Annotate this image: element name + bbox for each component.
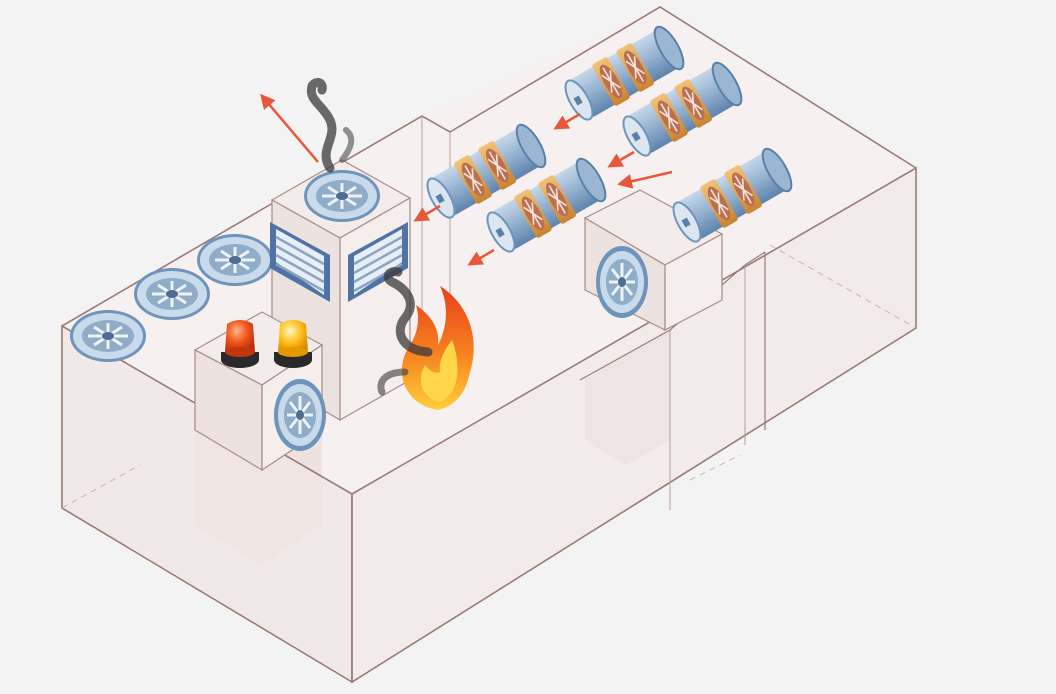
roof-fan bbox=[197, 234, 273, 286]
louver-left bbox=[270, 222, 330, 302]
flow-arrows bbox=[260, 93, 673, 266]
beacon-icon bbox=[274, 320, 312, 368]
jet-fan bbox=[426, 123, 547, 219]
jet-fan-icon bbox=[622, 61, 743, 157]
wall-fan bbox=[274, 379, 326, 451]
building bbox=[61, 6, 917, 684]
smoke bbox=[306, 78, 433, 396]
floor-dash bbox=[769, 244, 917, 329]
jet-fan bbox=[672, 147, 793, 243]
arrow-icon bbox=[467, 248, 495, 266]
roof-fan bbox=[134, 268, 210, 320]
floor-dash bbox=[689, 454, 741, 481]
red-beacon bbox=[221, 320, 259, 368]
roof-fan bbox=[304, 170, 380, 222]
jet-fan bbox=[486, 157, 607, 253]
roof-fan bbox=[70, 310, 146, 362]
floor-dash bbox=[61, 464, 141, 509]
arrow-icon bbox=[617, 170, 673, 189]
smoke-icon bbox=[383, 267, 433, 357]
smoke-icon bbox=[339, 127, 355, 163]
arrow-icon bbox=[260, 93, 319, 163]
beacon-icon bbox=[221, 320, 259, 368]
right-box-right bbox=[664, 232, 723, 331]
jet-fan-icon bbox=[672, 147, 793, 243]
arrow-icon bbox=[553, 112, 581, 130]
flame bbox=[401, 286, 474, 410]
louver-right bbox=[348, 222, 408, 302]
jet-fan-icon bbox=[486, 157, 607, 253]
wall-fan bbox=[596, 246, 648, 318]
jet-fan bbox=[622, 61, 743, 157]
jet-fan-icon bbox=[564, 25, 685, 121]
arrow-icon bbox=[607, 150, 635, 168]
arrow-icon bbox=[413, 204, 441, 222]
smoke-icon bbox=[377, 368, 409, 396]
smoke-icon bbox=[306, 78, 337, 173]
yellow-beacon bbox=[274, 320, 312, 368]
jet-fan-icon bbox=[426, 123, 547, 219]
jet-fan bbox=[564, 25, 685, 121]
